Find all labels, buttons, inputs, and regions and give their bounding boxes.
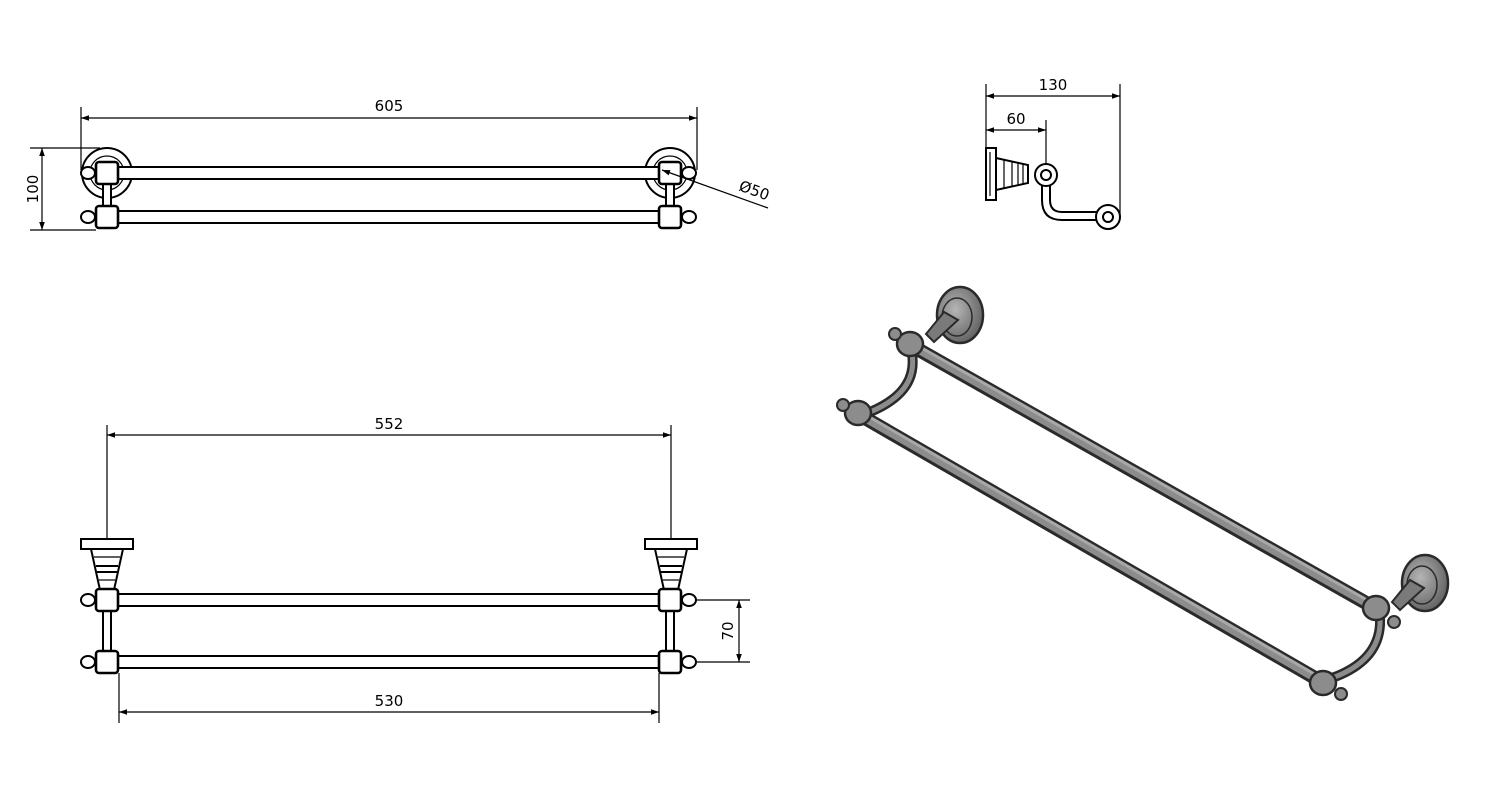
top-view: 605 100 Ø50: [24, 97, 772, 231]
dim-projection: 130: [1039, 76, 1068, 94]
dim-bar-spacing: 70: [719, 621, 737, 640]
front-upper-rod: [115, 593, 662, 607]
dim-bar-length: 530: [375, 692, 404, 710]
lower-rod: [115, 210, 662, 224]
isometric-render: [836, 285, 1450, 701]
front-view: 552 530 70: [80, 415, 750, 723]
side-view: 130 60: [985, 76, 1121, 230]
dim-rosette-diameter: Ø50: [737, 177, 772, 204]
dim-overall-length: 605: [375, 97, 404, 115]
wall-plate: [985, 147, 997, 201]
dim-mount-distance: 552: [375, 415, 404, 433]
dim-height: 100: [24, 175, 42, 204]
upper-rod: [115, 166, 662, 180]
dim-bar-offset: 60: [1006, 110, 1025, 128]
front-lower-rod: [115, 655, 662, 669]
